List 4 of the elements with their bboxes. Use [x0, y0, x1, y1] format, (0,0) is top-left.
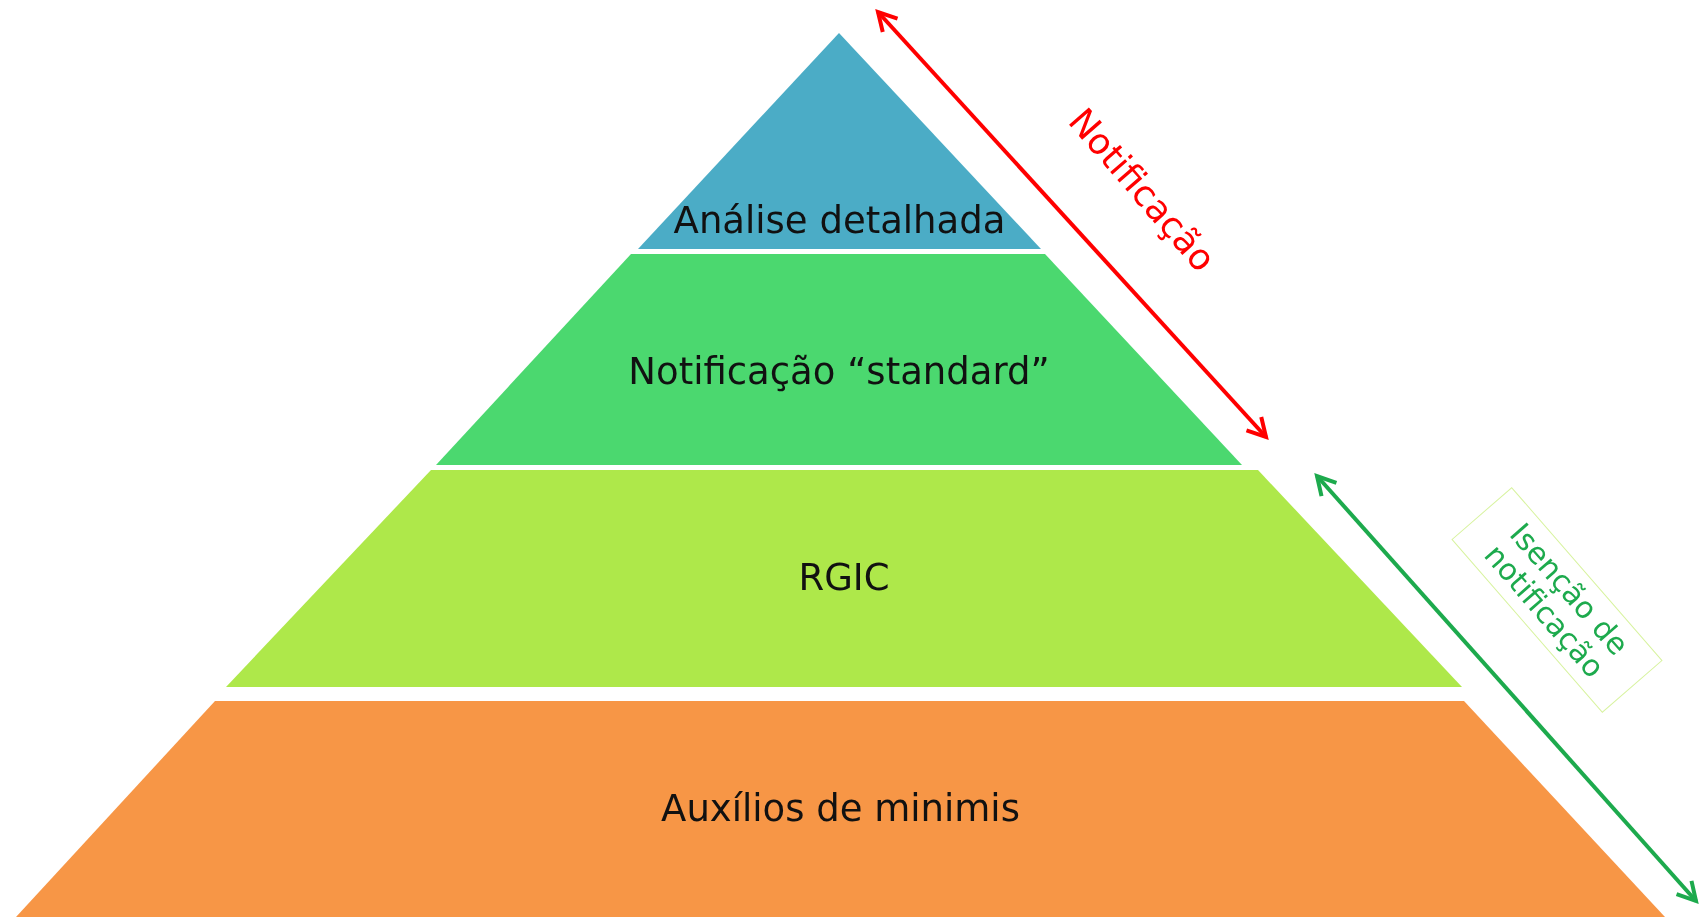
layer-label: Análise detalhada [673, 199, 1006, 242]
layer-label: RGIC [798, 556, 890, 599]
layer-label: Notificação “standard” [628, 350, 1050, 393]
layer-label: Auxílios de minimis [661, 787, 1020, 830]
